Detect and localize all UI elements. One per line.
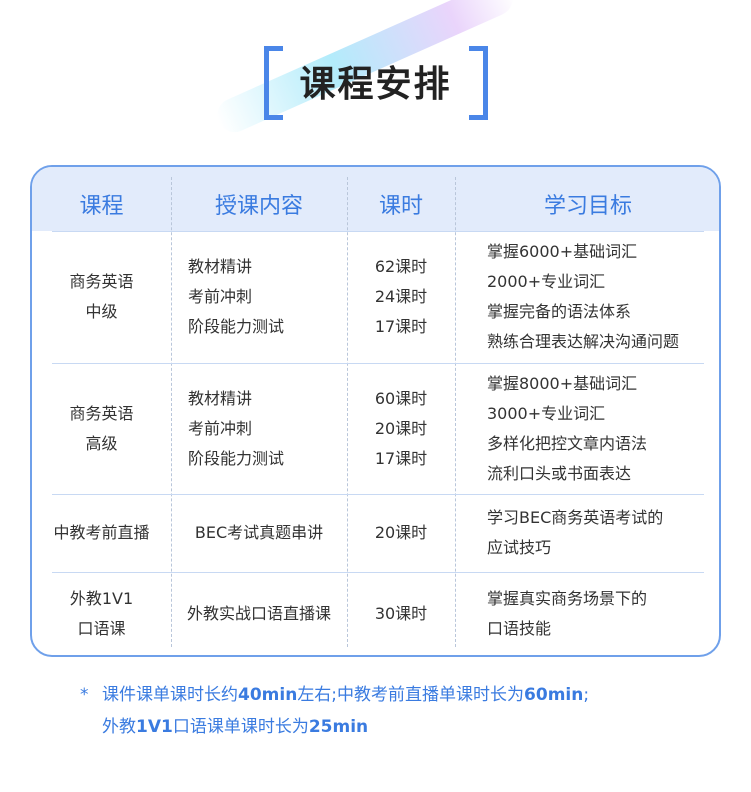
footnote-line-2: 外教1V1口语课单课时长为25min xyxy=(102,711,368,743)
header-course: 课程 xyxy=(79,194,124,219)
cell-goals: 掌握真实商务场景下的 口语技能 xyxy=(487,572,717,655)
goal-item: 掌握完备的语法体系 xyxy=(487,302,632,321)
header-hours: 课时 xyxy=(378,194,423,219)
header-goals: 学习目标 xyxy=(543,194,632,219)
cell-content: 教材精讲 考前冲刺 阶段能力测试 xyxy=(188,363,338,494)
cell-course: 商务英语 高级 xyxy=(32,363,171,494)
cell-course: 商务英语 中级 xyxy=(32,231,171,363)
footnote-text: ; xyxy=(583,685,590,705)
content-item: 考前冲刺 xyxy=(188,287,253,306)
goal-item: 口语技能 xyxy=(487,618,552,638)
row-divider xyxy=(52,572,704,573)
hours-item: 17课时 xyxy=(374,317,428,336)
course-level: 高级 xyxy=(85,433,118,453)
hours-item: 17课时 xyxy=(374,448,428,468)
content-item: 教材精讲 xyxy=(188,388,253,408)
footnote-text: 左右;中教考前直播单课时长为 xyxy=(297,685,525,705)
goal-item: 熟练合理表达解决沟通问题 xyxy=(487,332,680,351)
footnote-text: 口语课单课时长为 xyxy=(172,717,309,737)
cell-course: 外教1V1 口语课 xyxy=(32,572,171,655)
footnote-asterisk: * xyxy=(80,685,89,705)
cell-hours: 62课时 24课时 17课时 xyxy=(347,231,455,363)
cell-content: 教材精讲 考前冲刺 阶段能力测试 xyxy=(188,231,338,363)
column-divider xyxy=(347,177,348,647)
goal-item: 应试技巧 xyxy=(487,538,552,557)
goal-item: 学习BEC商务英语考试的 xyxy=(487,508,664,527)
content-item: 考前冲刺 xyxy=(188,418,253,438)
title-section: 课程安排 xyxy=(0,0,751,150)
column-divider xyxy=(455,177,456,647)
course-level: 口语课 xyxy=(77,618,126,638)
goal-item: 掌握8000+基础词汇 xyxy=(487,373,638,393)
goal-item: 掌握6000+基础词汇 xyxy=(487,242,638,261)
page-title: 课程安排 xyxy=(299,64,452,105)
content-item: 阶段能力测试 xyxy=(188,448,285,468)
cell-content: BEC考试真题串讲 xyxy=(171,494,347,572)
hours-item: 20课时 xyxy=(374,523,428,542)
footnote-text: 外教 xyxy=(102,717,136,737)
cell-goals: 掌握6000+基础词汇 2000+专业词汇 掌握完备的语法体系 熟练合理表达解决… xyxy=(487,231,717,363)
cell-hours: 20课时 xyxy=(347,494,455,572)
cell-hours: 30课时 xyxy=(347,572,455,655)
goal-item: 2000+专业词汇 xyxy=(487,272,606,291)
cell-goals: 掌握8000+基础词汇 3000+专业词汇 多样化把控文章内语法 流利口头或书面… xyxy=(487,363,717,494)
cell-goals: 学习BEC商务英语考试的 应试技巧 xyxy=(487,494,717,572)
title-bracket-left xyxy=(264,46,283,120)
row-divider xyxy=(52,231,704,232)
goal-item: 掌握真实商务场景下的 xyxy=(487,588,648,608)
header-content: 授课内容 xyxy=(214,194,303,219)
row-divider xyxy=(52,363,704,364)
content-item: 阶段能力测试 xyxy=(188,317,285,336)
cell-hours: 60课时 20课时 17课时 xyxy=(347,363,455,494)
cell-course: 中教考前直播 xyxy=(32,494,171,572)
course-name: 商务英语 xyxy=(69,403,134,423)
footnote-duration: 60min xyxy=(524,685,584,705)
content-item: 外教实战口语直播课 xyxy=(186,603,331,623)
footnote-line-1: 课件课单课时长约40min左右;中教考前直播单课时长为60min; xyxy=(102,679,589,711)
hours-item: 62课时 xyxy=(374,257,428,276)
footnote-text: 课件课单课时长约 xyxy=(102,685,238,705)
hours-item: 30课时 xyxy=(374,603,428,623)
footnote-highlight: 1V1 xyxy=(136,717,173,737)
course-name: 商务英语 xyxy=(69,272,134,291)
goal-item: 3000+专业词汇 xyxy=(487,403,606,423)
content-item: BEC考试真题串讲 xyxy=(194,523,324,542)
row-divider xyxy=(52,494,704,495)
footnote-duration: 25min xyxy=(308,717,369,737)
course-name: 外教1V1 xyxy=(69,588,134,608)
hours-item: 24课时 xyxy=(374,287,428,306)
title-bracket-right xyxy=(469,46,488,120)
goal-item: 流利口头或书面表达 xyxy=(487,463,632,483)
hours-item: 20课时 xyxy=(374,418,428,438)
course-name: 中教考前直播 xyxy=(53,523,150,542)
goal-item: 多样化把控文章内语法 xyxy=(487,433,648,453)
column-divider xyxy=(171,177,172,647)
table-header: 课程 授课内容 课时 学习目标 xyxy=(32,167,719,231)
course-level: 中级 xyxy=(85,302,118,321)
cell-content: 外教实战口语直播课 xyxy=(171,572,347,655)
content-item: 教材精讲 xyxy=(188,257,253,276)
hours-item: 60课时 xyxy=(374,388,428,408)
footnote-duration: 40min xyxy=(238,685,298,705)
schedule-table: 课程 授课内容 课时 学习目标 商务英语 中级 教材精讲 考前冲刺 阶段能力测试… xyxy=(30,165,721,657)
